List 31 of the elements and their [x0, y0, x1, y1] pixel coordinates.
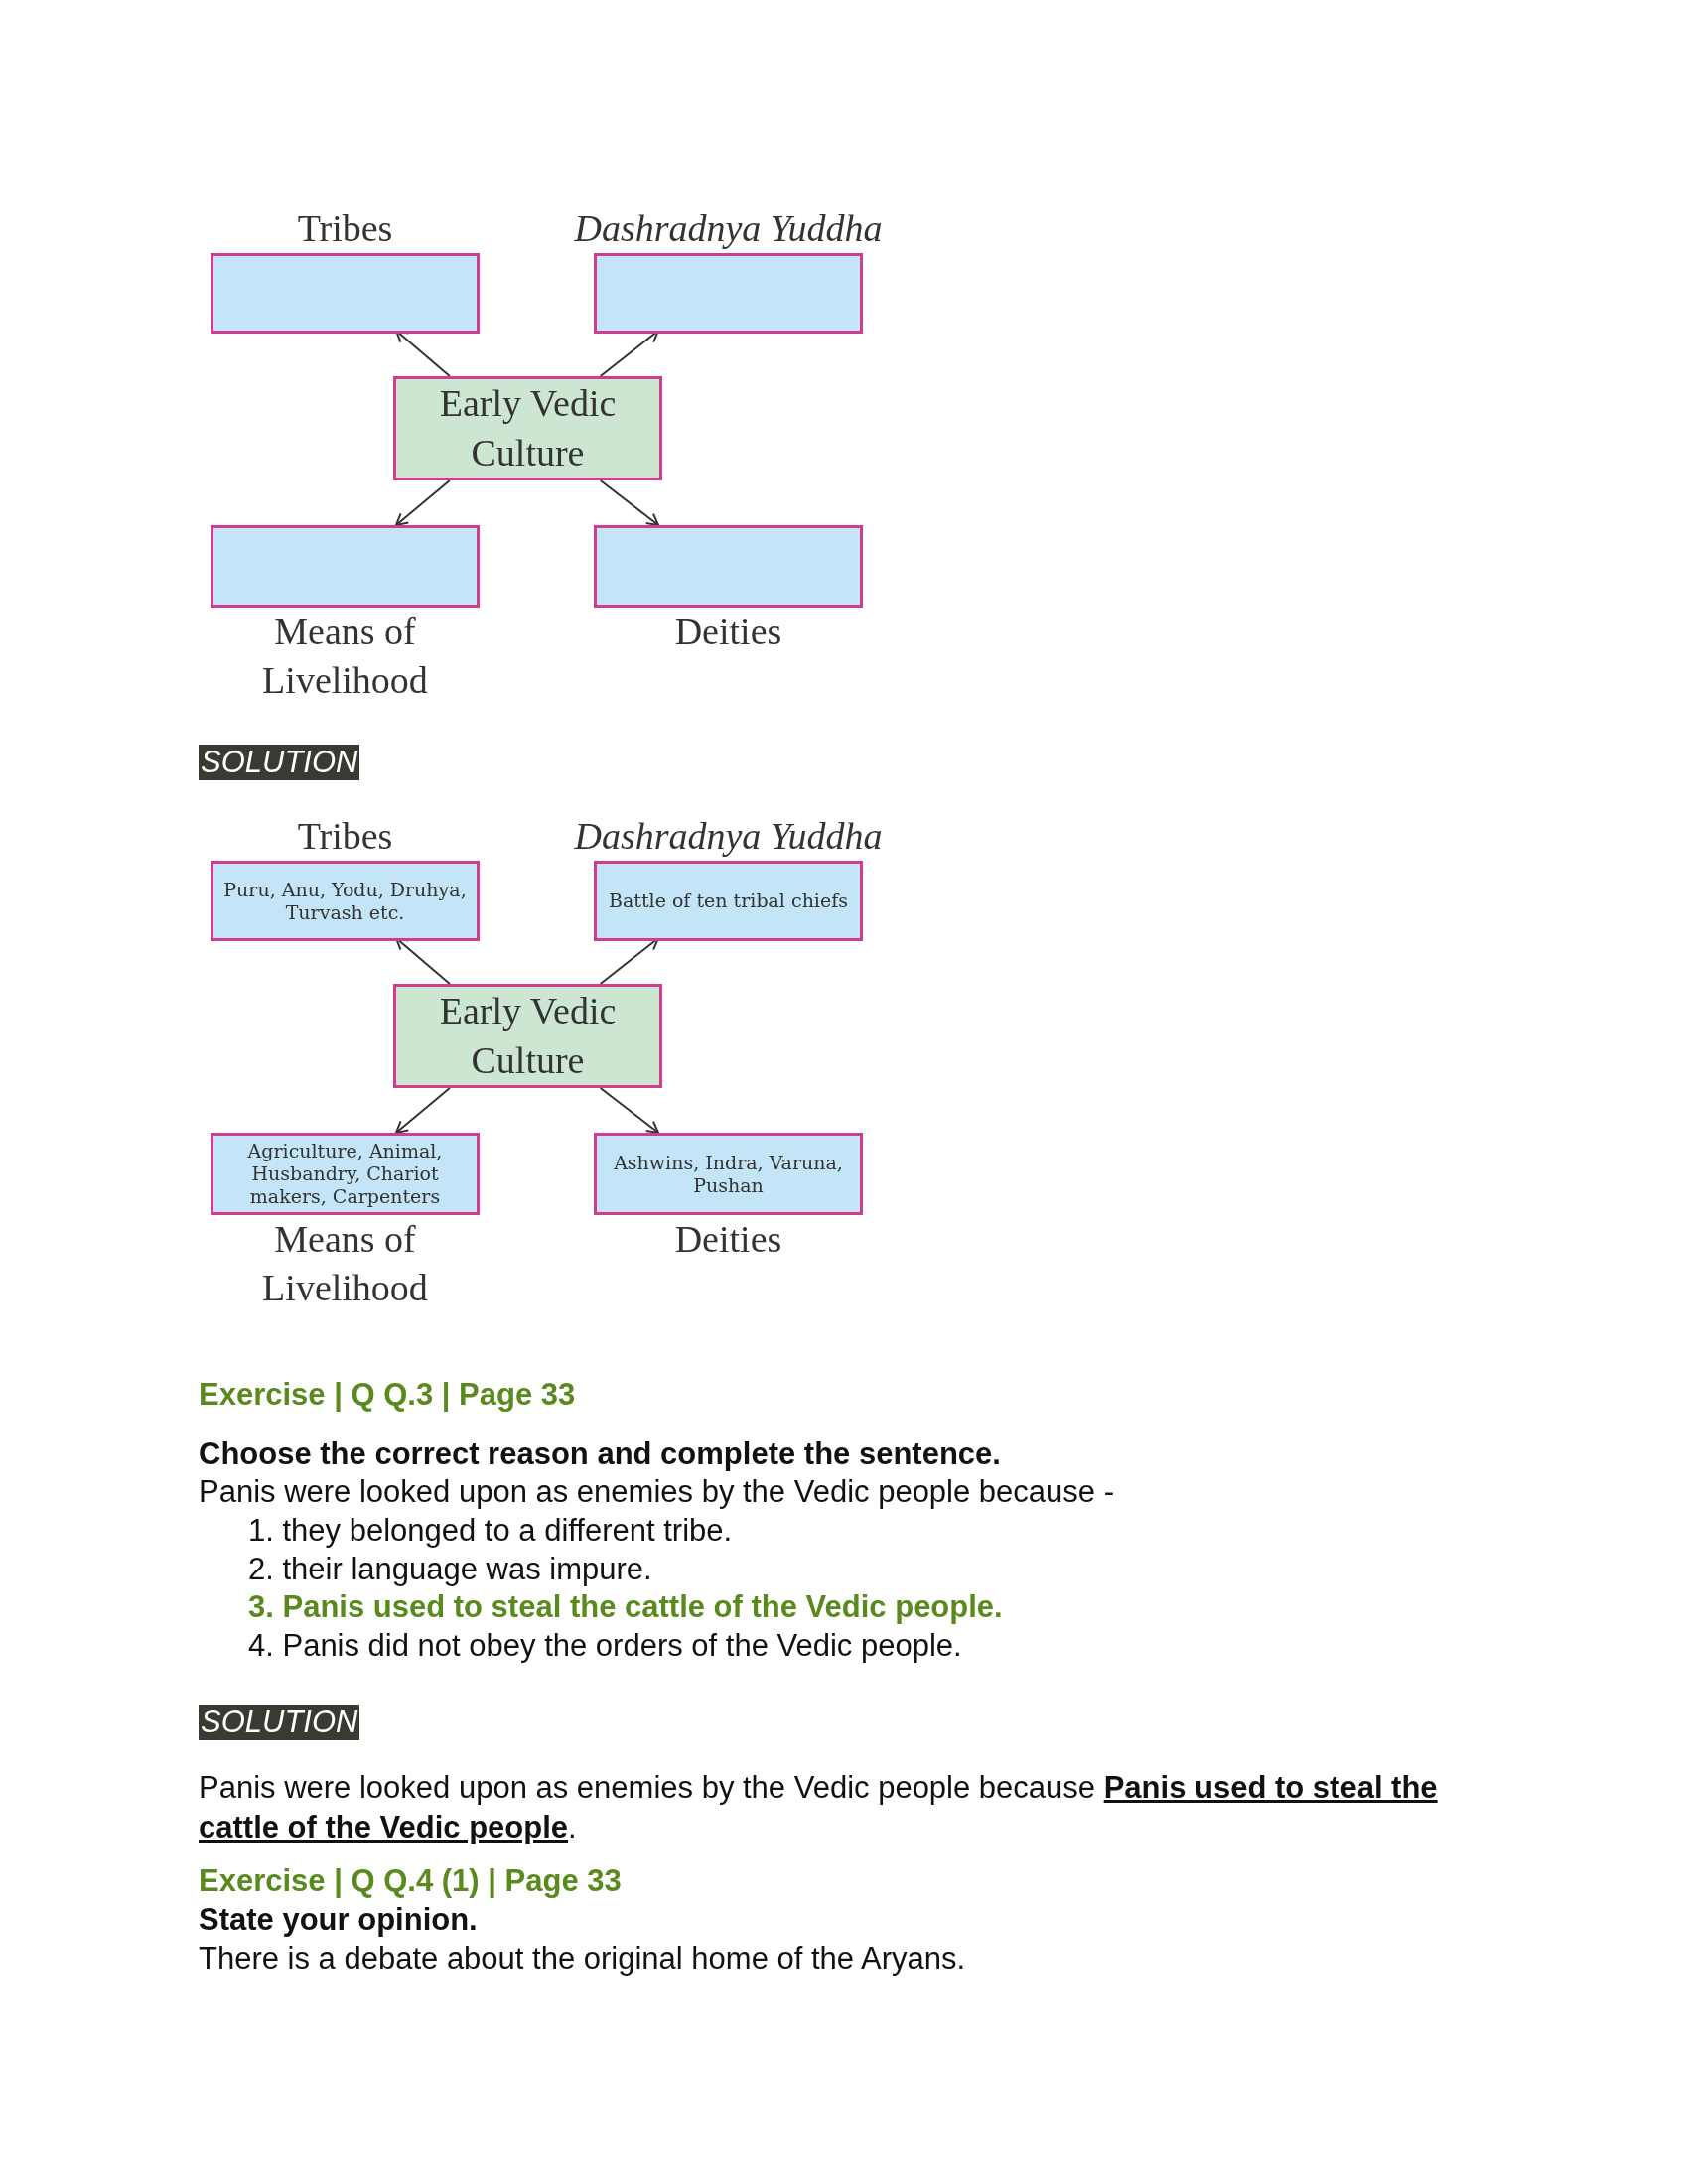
question-text: Panis were looked upon as enemies by the Vedic people because - [199, 1474, 1114, 1510]
box-heading: Means of Livelihood [261, 610, 429, 704]
exercise-heading: Exercise | Q Q.4 (1) | Page 33 [199, 1863, 622, 1899]
box-heading: Means of Livelihood [261, 1217, 429, 1311]
solution-tag: SOLUTION [199, 745, 360, 780]
option-text: 2. their language was impure. [248, 1552, 652, 1587]
answer-box: Agriculture, Animal, Husbandry, Chariot makers, Carpenters [211, 1133, 480, 1215]
topic-box: Early Vedic Culture [393, 984, 662, 1088]
arrow [599, 479, 660, 526]
arrow [395, 479, 451, 526]
question-text: Choose the correct reason and complete the sentence. [199, 1436, 1001, 1472]
arrow [599, 1087, 660, 1134]
question-text: State your opinion. [199, 1902, 478, 1938]
box-heading: Tribes [297, 814, 393, 859]
exercise-heading: Exercise | Q Q.3 | Page 33 [199, 1377, 576, 1413]
question-text: There is a debate about the original home of the Aryans. [199, 1941, 966, 1977]
solution-tag: SOLUTION [199, 1705, 360, 1740]
option-text: 1. they belonged to a different tribe. [248, 1513, 733, 1549]
arrow [395, 1087, 451, 1134]
answer-box: Puru, Anu, Yodu, Druhya, Turvash etc. [211, 861, 480, 942]
topic-box: Early Vedic Culture [393, 376, 662, 480]
box-heading: Deities [673, 610, 783, 654]
answer-box: Ashwins, Indra, Varuna, Pushan [594, 1133, 863, 1215]
box-heading: Deities [673, 1217, 783, 1262]
answer-text: Panis were looked upon as enemies by the Vedic people because Panis used to steal the cattle of the Vedic people. [199, 1769, 1439, 1846]
answer-option: 3. Panis used to steal the cattle of the Vedic people. [248, 1589, 1003, 1625]
answer-box: Battle of ten tribal chiefs [594, 861, 863, 942]
box-heading: Dashradnya Yuddha [574, 814, 883, 859]
option-text: 4. Panis did not obey the orders of the Vedic people. [248, 1628, 962, 1664]
box-heading: Tribes [297, 206, 393, 251]
box-heading: Dashradnya Yuddha [574, 206, 883, 251]
